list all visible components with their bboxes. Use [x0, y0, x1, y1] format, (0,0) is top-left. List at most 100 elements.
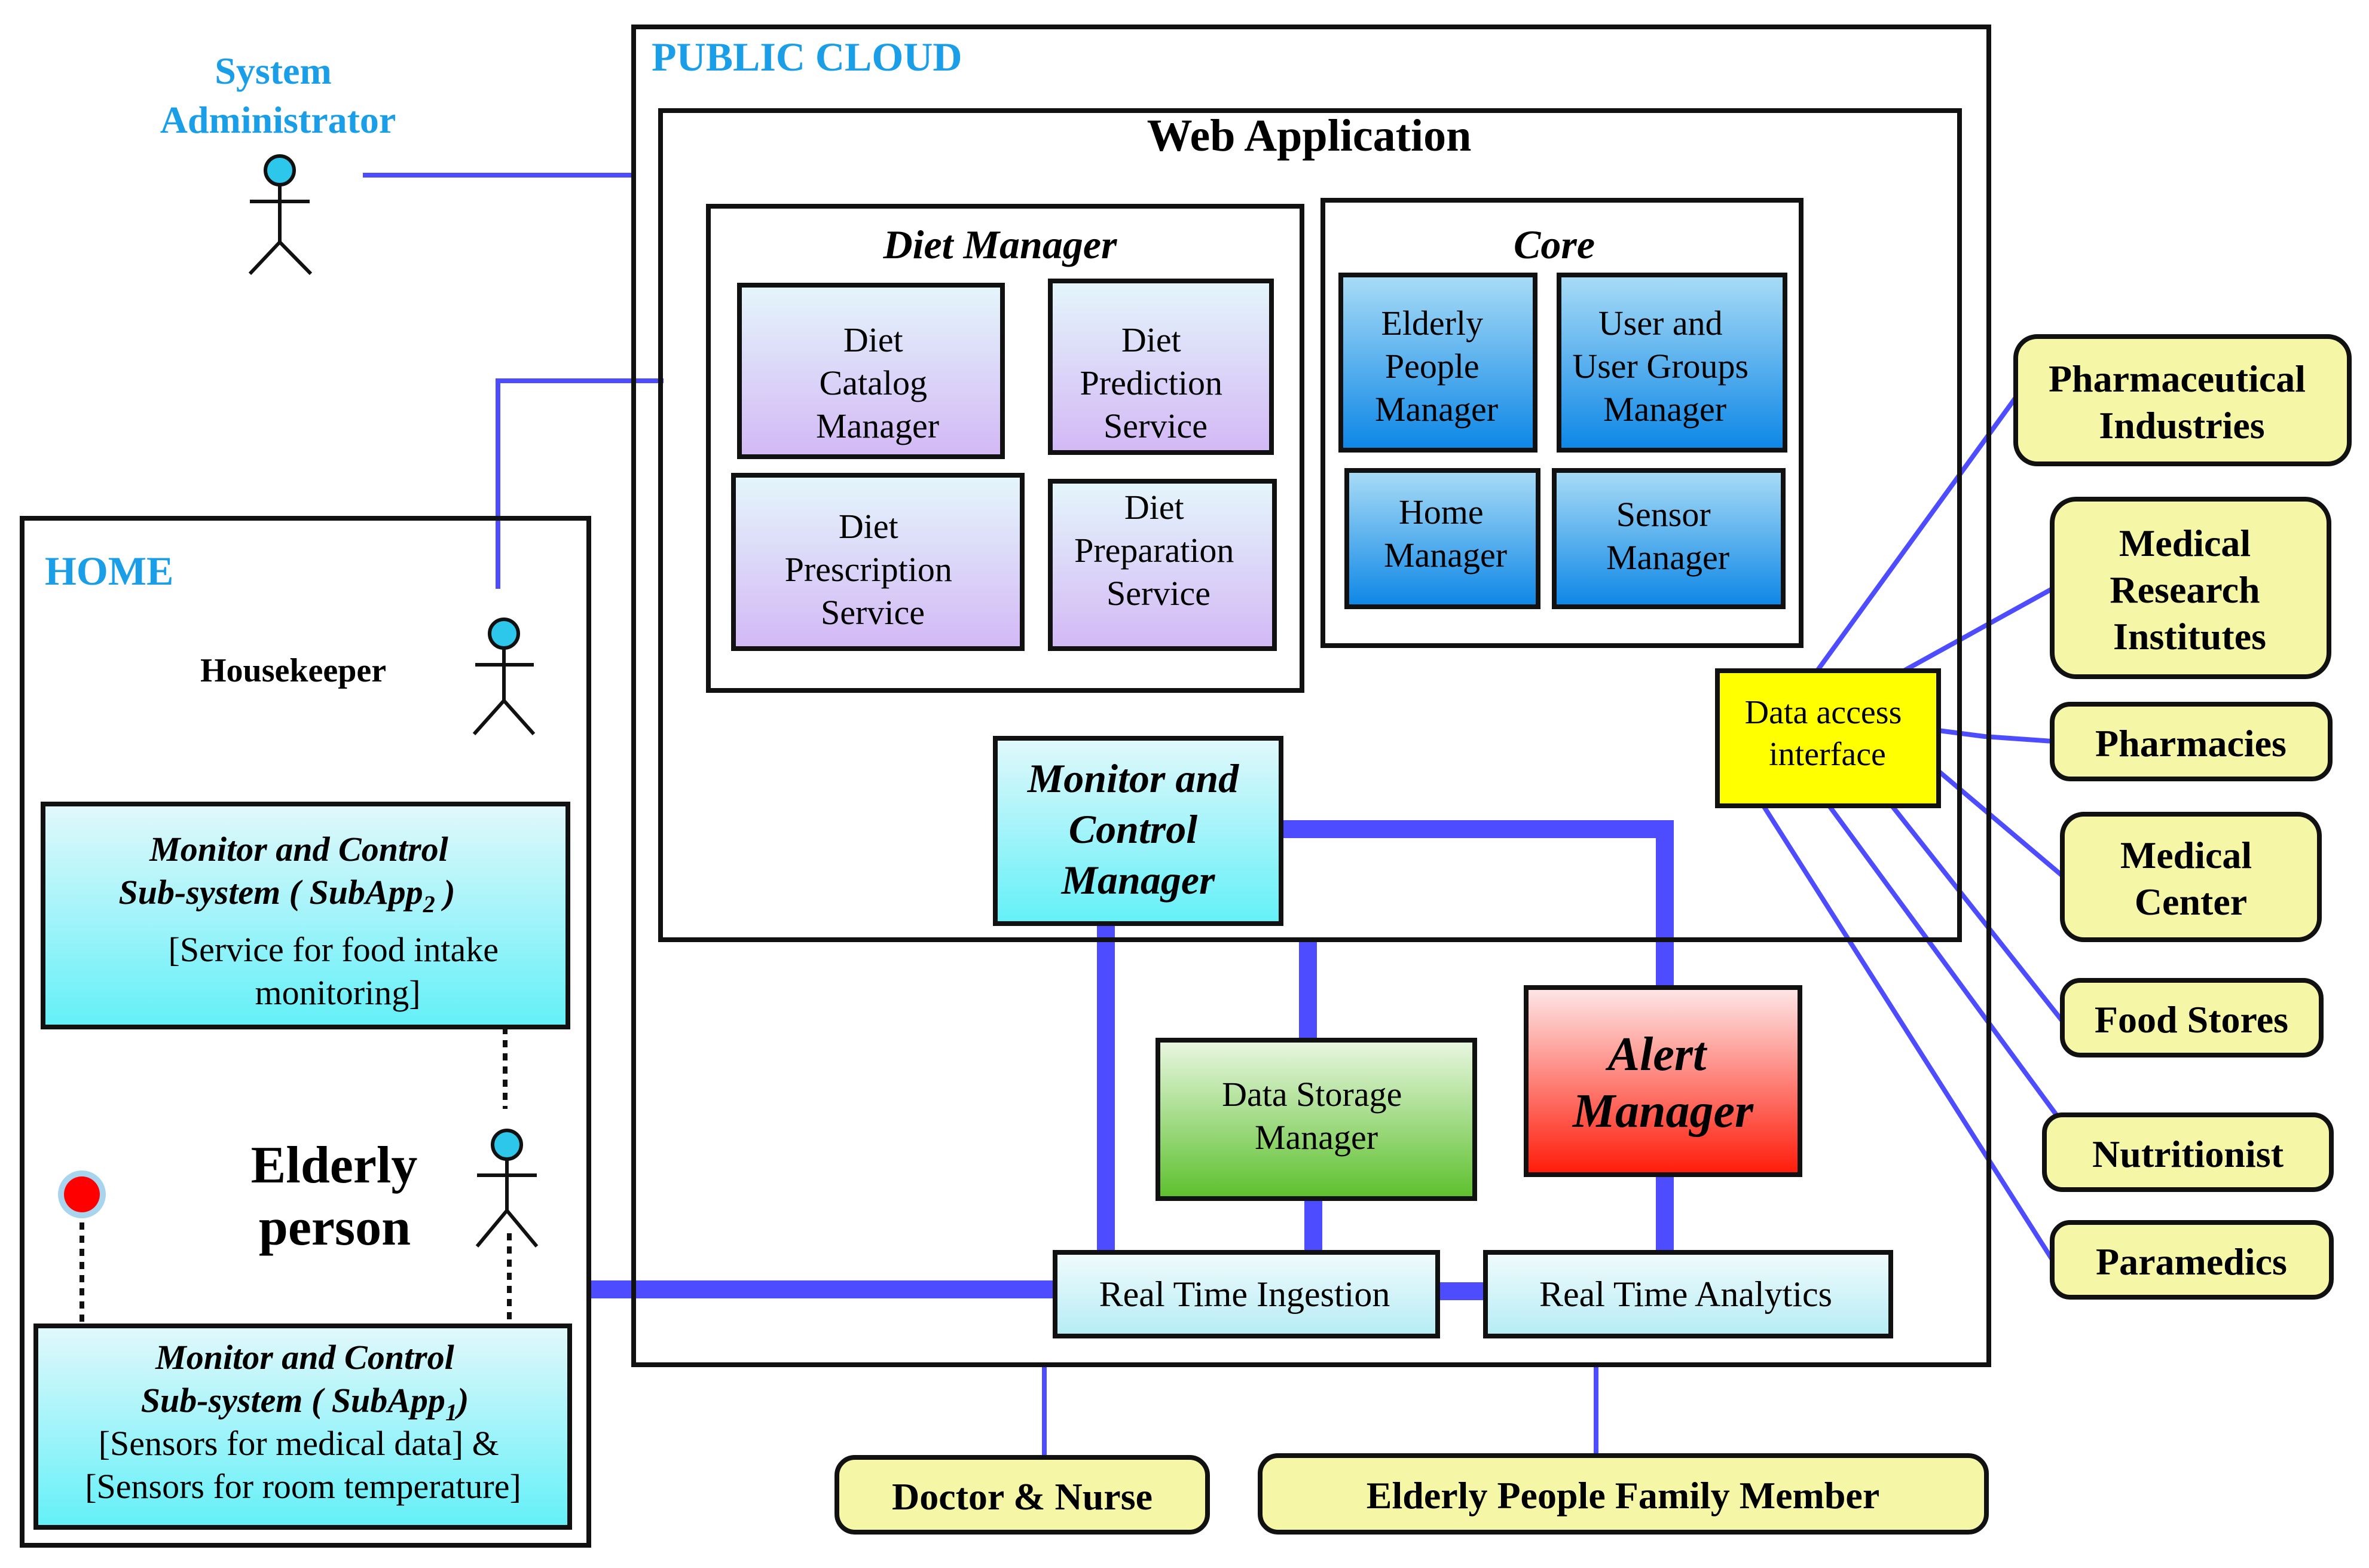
nutritionist-label: Nutritionist — [2092, 1133, 2284, 1175]
diet-prescription-line-1: Diet — [839, 507, 898, 546]
analytics-label: Real Time Analytics — [1539, 1274, 1832, 1314]
svg-text:Elderly person: Elderly person — [251, 1136, 431, 1257]
svg-text:Diet Catalog Manag: Diet Catalog Manager — [816, 320, 939, 445]
research-line-1: Medical — [2119, 522, 2251, 564]
ingestion-label: Real Time Ingestion — [1099, 1274, 1390, 1314]
subapp1-desc-line-1: [Sensors for medical data] & — [99, 1424, 499, 1463]
subapp1-desc-line-2: [Sensors for room temperature] — [85, 1467, 521, 1506]
red-sensor-icon — [58, 1170, 106, 1218]
mcm-line-3: Manager — [1061, 857, 1215, 903]
svg-text:Medical Center: Medical Center — [2120, 834, 2261, 923]
dotted-connectors — [80, 1027, 512, 1326]
monitor-control-manager[interactable]: Monitor and Control Manager — [993, 736, 1283, 926]
home-mgr-line-1: Home — [1399, 493, 1484, 531]
subapp1-subtitle: Sub-system ( SubApp1) — [141, 1381, 469, 1426]
svg-text:Diet Prescription: Diet Prescription Service — [785, 507, 961, 632]
diet-catalog-line-1: Diet — [843, 320, 903, 359]
link-research — [1903, 586, 2053, 673]
diet-manager-frame — [706, 204, 1304, 693]
nutritionist[interactable]: Nutritionist — [2042, 1112, 2334, 1192]
svg-text:Pharmaceutical Industrie: Pharmaceutical Industries — [2049, 357, 2315, 447]
diet-prediction-service[interactable]: Diet Prediction Service — [1048, 279, 1274, 455]
user-groups-manager[interactable]: User and User Groups Manager — [1557, 273, 1787, 453]
svg-text:Diet Preparation S: Diet Preparation Service — [1074, 488, 1243, 613]
pharma-line-1: Pharmaceutical — [2049, 357, 2306, 400]
svg-text:Elderly People Man: Elderly People Manager — [1375, 304, 1498, 429]
web-application-frame — [658, 108, 1962, 942]
diet-prescription-line-3: Service — [821, 593, 925, 632]
doctor-label: Doctor & Nurse — [892, 1475, 1153, 1518]
housekeeper-actor[interactable]: Housekeeper — [200, 618, 536, 735]
core-title: Core — [1514, 222, 1595, 267]
medical-center[interactable]: Medical Center — [2060, 812, 2322, 942]
housekeeper-link — [496, 378, 664, 589]
pharmaceutical-industries[interactable]: Pharmaceutical Industries — [2013, 334, 2352, 466]
mcm-line-1: Monitor and — [1027, 756, 1239, 801]
diet-prediction-line-1: Diet — [1121, 320, 1181, 359]
diet-prescription-service[interactable]: Diet Prescription Service — [731, 473, 1025, 651]
stick-figure-icon — [472, 618, 536, 735]
subapp2-box[interactable]: Monitor and Control Sub-system ( SubApp2… — [41, 802, 570, 1029]
svg-text:Diet Prediction Se: Diet Prediction Service — [1080, 320, 1231, 445]
svg-text:[Service for food intake: [Service for food intake monitoring] — [169, 930, 508, 1012]
home-manager[interactable]: Home Manager — [1344, 468, 1540, 609]
diet-prediction-line-3: Service — [1104, 406, 1208, 445]
public-cloud-label: PUBLIC CLOUD — [652, 34, 962, 80]
link-pharmacies — [1938, 728, 2053, 744]
data-storage-line-1: Data Storage — [1222, 1075, 1402, 1114]
paramedics[interactable]: Paramedics — [2050, 1220, 2334, 1300]
sensor-manager[interactable]: Sensor Manager — [1552, 468, 1786, 609]
svg-text:Sensor Manager: Sensor Manager — [1606, 495, 1729, 577]
link-paramedics — [1761, 804, 2055, 1261]
research-line-2: Research — [2110, 568, 2260, 611]
doctor-and-nurse[interactable]: Doctor & Nurse — [835, 1455, 1210, 1535]
home-frame — [20, 516, 591, 1548]
subapp1-box[interactable]: Monitor and Control Sub-system ( SubApp1… — [33, 1324, 572, 1530]
subapp2-desc-line-1: [Service for food intake — [169, 930, 499, 969]
svg-text:Monitor and Control: Monitor and Control Manager — [1027, 756, 1249, 903]
stick-figure-icon — [475, 1129, 539, 1248]
link-nutritionist — [1827, 804, 2059, 1117]
sensor-mgr-line-2: Manager — [1606, 538, 1729, 577]
svg-text:Medical Research I: Medical Research Institutes — [2110, 522, 2269, 658]
system-administrator-actor[interactable]: System Administrator — [160, 50, 396, 276]
link-pharma — [1815, 396, 2018, 673]
diet-preparation-line-3: Service — [1106, 574, 1211, 613]
data-storage-manager[interactable]: Data Storage Manager — [1156, 1038, 1477, 1201]
elderly-people-family-member[interactable]: Elderly People Family Member — [1258, 1453, 1989, 1535]
subapp2-subtitle: Sub-system ( SubApp2 ) — [118, 873, 455, 918]
alert-line-1: Alert — [1605, 1028, 1708, 1081]
diet-prediction-line-2: Prediction — [1080, 363, 1222, 402]
elderly-mgr-line-3: Manager — [1375, 390, 1498, 429]
svg-text:[Sensors for medical data] &: [Sensors for medical data] & [Sensors fo… — [85, 1424, 521, 1506]
sysadmin-line-2: Administrator — [160, 99, 396, 141]
data-storage-line-2: Manager — [1255, 1118, 1378, 1157]
medical-research-institutes[interactable]: Medical Research Institutes — [2050, 497, 2331, 679]
mcm-line-2: Control — [1069, 806, 1198, 852]
diet-catalog-manager[interactable]: Diet Catalog Manager — [737, 283, 1005, 459]
elderly-person-actor[interactable]: Elderly person — [251, 1129, 539, 1257]
data-access-line-1: Data access — [1745, 694, 1902, 731]
diet-preparation-service[interactable]: Diet Preparation Service — [1048, 479, 1277, 651]
real-time-ingestion[interactable]: Real Time Ingestion — [1053, 1250, 1440, 1338]
svg-text:User and User Groups: User and User Groups Manager — [1572, 304, 1757, 429]
core-frame — [1320, 198, 1804, 648]
data-access-interface[interactable]: Data access interface — [1715, 668, 1941, 808]
svg-text:System Administrator: System Administrator — [160, 50, 396, 141]
family-label: Elderly People Family Member — [1367, 1474, 1879, 1517]
diet-preparation-line-2: Preparation — [1074, 531, 1234, 570]
food-stores[interactable]: Food Stores — [2060, 978, 2324, 1057]
user-groups-line-2: User Groups — [1572, 347, 1749, 386]
sysadmin-line-1: System — [215, 50, 332, 92]
elderly-people-manager[interactable]: Elderly People Manager — [1338, 273, 1537, 453]
subapp2-title: Monitor and Control — [149, 830, 449, 869]
pharmacies[interactable]: Pharmacies — [2050, 702, 2333, 781]
elderly-mgr-line-2: People — [1385, 347, 1480, 386]
real-time-analytics[interactable]: Real Time Analytics — [1483, 1250, 1893, 1338]
alert-manager[interactable]: Alert Manager — [1524, 985, 1802, 1177]
svg-text:Data Storage Manager: Data Storage Manager — [1222, 1075, 1411, 1157]
alert-line-2: Manager — [1572, 1085, 1754, 1138]
subapp2-desc-line-2: monitoring] — [255, 973, 420, 1012]
svg-text:Data access interface: Data access interface — [1745, 694, 1911, 773]
